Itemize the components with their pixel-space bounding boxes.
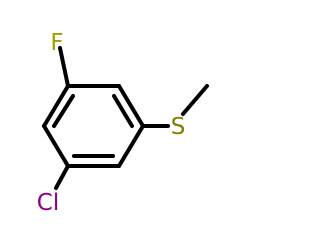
bond-c6-c1: [42, 84, 70, 128]
bond-s-ch3: [181, 84, 209, 116]
bond-c5-c6: [42, 124, 70, 168]
bond-c2-c3: [117, 84, 145, 128]
double-bond-inner-c1-c6: [52, 94, 75, 128]
bond-c5-cl: [54, 164, 70, 190]
bond-c3-c4: [117, 124, 145, 168]
structure-diagram: F S Cl: [37, 30, 209, 216]
bond-c1-f: [58, 46, 70, 88]
atom-sulfur: S: [171, 114, 186, 140]
double-bond-inner-c2-c3: [112, 94, 134, 128]
atom-fluorine: F: [50, 30, 63, 56]
atom-chlorine: Cl: [37, 190, 59, 216]
